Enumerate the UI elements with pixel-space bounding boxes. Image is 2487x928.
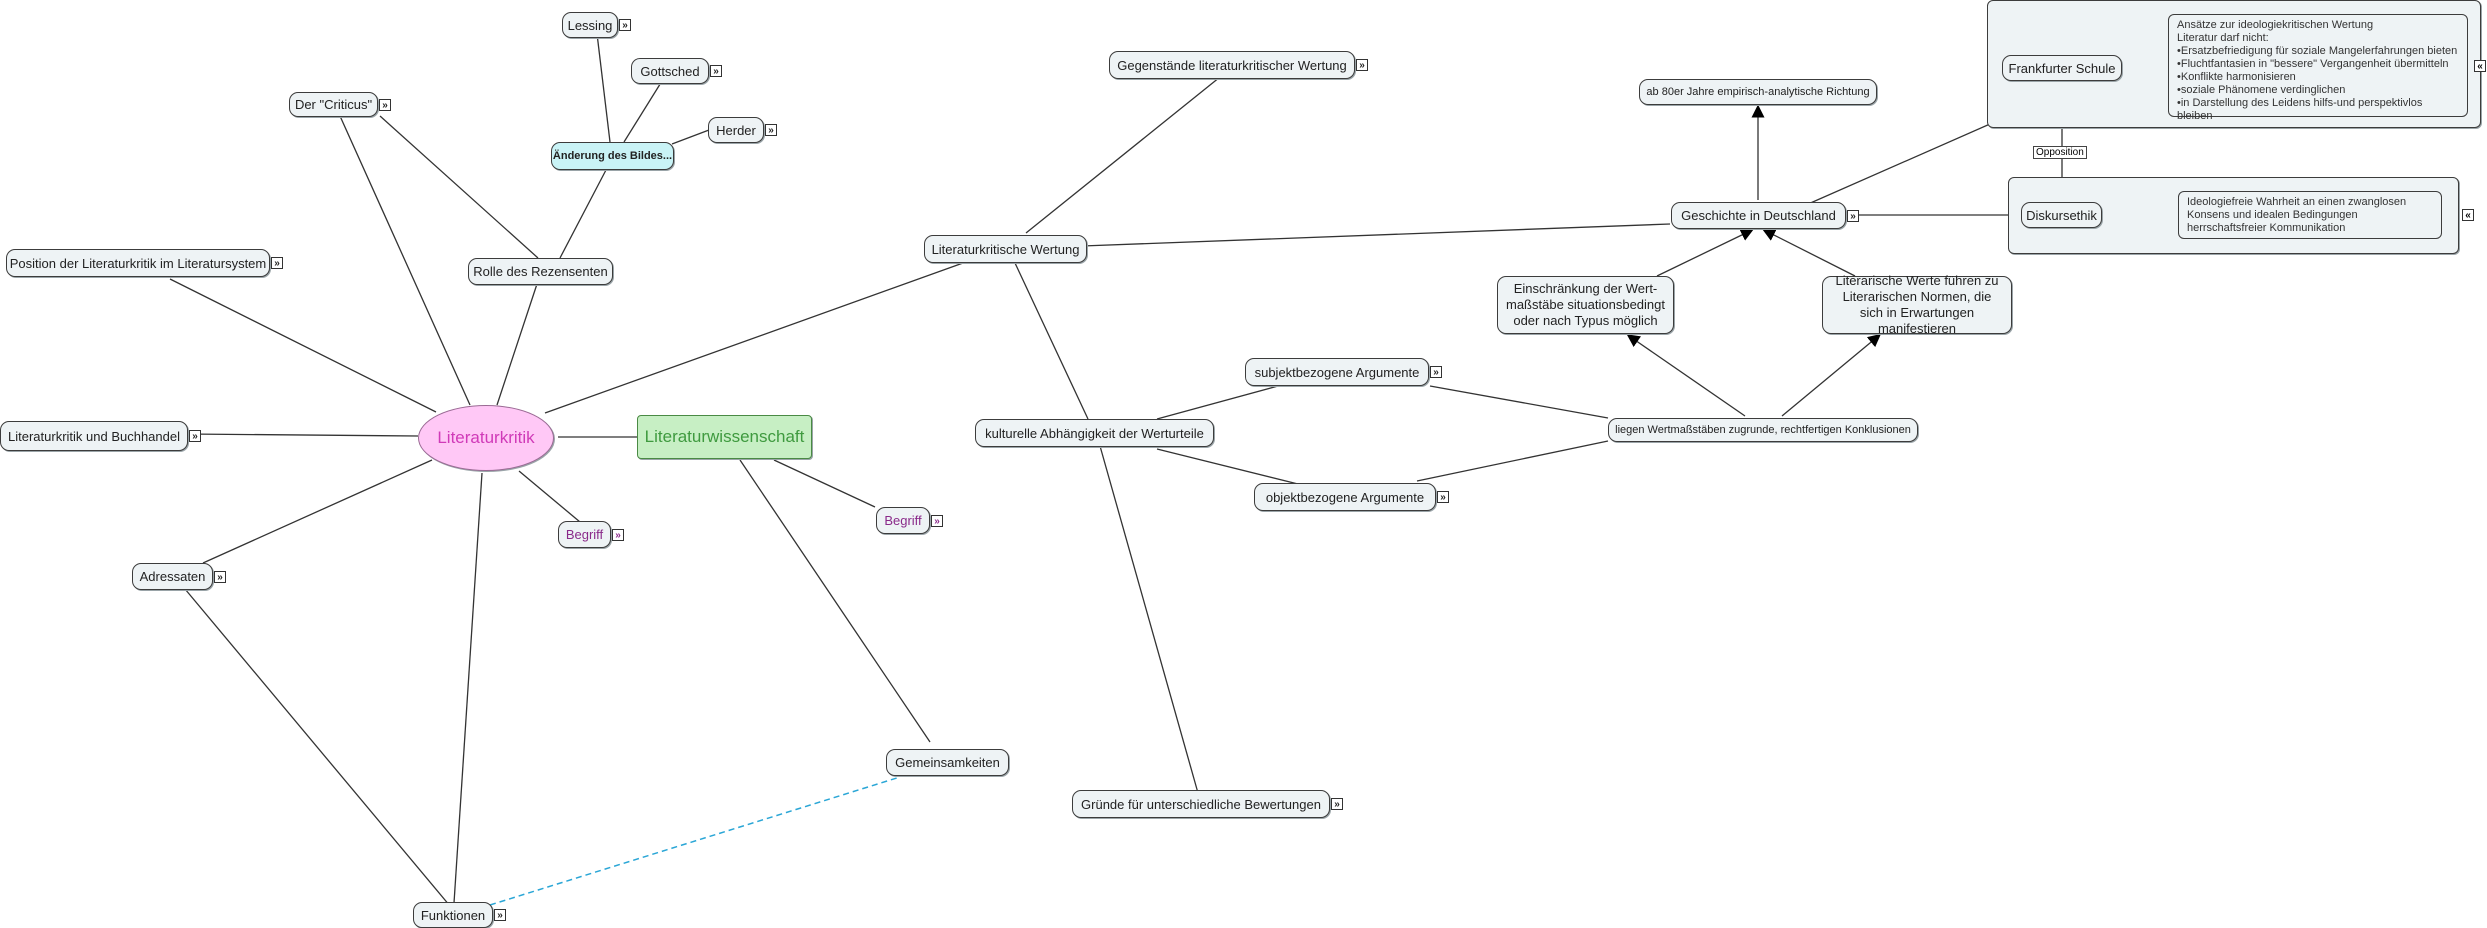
double-chevron-right-icon[interactable]: » (710, 65, 722, 77)
node-label: Änderung des Bildes... (552, 150, 673, 162)
double-chevron-right-icon[interactable]: » (612, 528, 624, 541)
node-label: Literarische Werte führen zu Literarisch… (1835, 273, 1999, 336)
info-subtitle: Literatur darf nicht: (2177, 32, 2269, 44)
node-lessing[interactable]: Lessing » (562, 12, 631, 38)
double-chevron-right-icon[interactable]: » (765, 124, 777, 136)
node-gruende-bewertungen[interactable]: Gründe für unterschiedliche Bewertungen … (1072, 790, 1343, 818)
node-label: Position der Literaturkritik im Literatu… (9, 255, 267, 271)
node-label: Gemeinsamkeiten (895, 755, 1000, 770)
node-ab-80er-jahre[interactable]: ab 80er Jahre empirisch-analytische Rich… (1639, 79, 1877, 105)
info-bullet: •Fluchtfantasien in "bessere" Vergangenh… (2177, 58, 2449, 70)
node-diskursethik[interactable]: Diskursethik (2021, 202, 2102, 228)
node-label: Einschränkung der Wert- maßstäbe situati… (1506, 281, 1665, 328)
node-begriff-literaturkritik[interactable]: Begriff » (558, 521, 624, 548)
node-liegen-wertmassstaeben[interactable]: liegen Wertmaßstäben zugrunde, rechtfert… (1608, 418, 1918, 442)
info-title: Ansätze zur ideologiekritischen Wertung (2177, 19, 2374, 31)
double-chevron-right-icon[interactable]: » (1331, 798, 1343, 810)
node-literaturkritik-buchhandel[interactable]: Literaturkritik und Buchhandel » (0, 421, 201, 451)
node-literarische-werte[interactable]: Literarische Werte führen zu Literarisch… (1822, 273, 2012, 336)
node-label: Begriff (565, 527, 604, 542)
node-label: Rolle des Rezensenten (473, 264, 608, 279)
double-chevron-right-icon[interactable]: » (271, 257, 283, 269)
node-position-literatursystem[interactable]: Position der Literaturkritik im Literatu… (6, 249, 283, 277)
node-herder[interactable]: Herder » (708, 117, 777, 143)
info-bullet: •soziale Phänomene verdinglichen (2177, 84, 2346, 96)
node-literaturwissenschaft[interactable]: Literaturwissenschaft (637, 415, 812, 459)
node-label: Lessing (567, 17, 613, 33)
central-topic-label: Literaturkritik (437, 428, 535, 447)
node-einschraenkung[interactable]: Einschränkung der Wert- maßstäbe situati… (1497, 276, 1674, 334)
node-literaturkritische-wertung[interactable]: Literaturkritische Wertung (924, 235, 1087, 263)
node-label: Literaturkritik und Buchhandel (8, 428, 180, 444)
opposition-label: Opposition (2033, 146, 2087, 159)
node-label: subjektbezogene Argumente (1254, 364, 1420, 380)
node-label: objektbezogene Argumente (1265, 489, 1425, 505)
node-label: Herder (716, 122, 756, 138)
node-frankfurter-schule[interactable]: Frankfurter Schule (2002, 55, 2122, 81)
double-chevron-left-icon[interactable]: « (2474, 60, 2486, 72)
node-label: Frankfurter Schule (2008, 60, 2116, 76)
double-chevron-right-icon[interactable]: » (1356, 59, 1368, 71)
node-label: ab 80er Jahre empirisch-analytische Rich… (1646, 86, 1870, 98)
info-bullet: •Konflikte harmonisieren (2177, 71, 2296, 83)
node-adressaten[interactable]: Adressaten » (132, 563, 226, 590)
node-label: Literaturkritische Wertung (931, 241, 1080, 257)
info-bullet: •Ersatzbefriedigung für soziale Mangeler… (2177, 45, 2458, 57)
double-chevron-right-icon[interactable]: » (1847, 209, 1859, 222)
node-label: Gründe für unterschiedliche Bewertungen (1081, 796, 1321, 812)
node-der-criticus[interactable]: Der "Criticus" » (289, 92, 391, 117)
node-label: Funktionen (420, 907, 486, 923)
node-label: Begriff (884, 513, 922, 528)
node-label: Der "Criticus" (294, 97, 373, 112)
node-label: liegen Wertmaßstäben zugrunde, rechtfert… (1615, 424, 1911, 436)
node-label: Geschichte in Deutschland (1681, 208, 1836, 223)
node-geschichte-in-deutschland[interactable]: Geschichte in Deutschland » (1671, 202, 1859, 229)
node-aenderung-des-bildes[interactable]: Änderung des Bildes... (551, 142, 674, 170)
double-chevron-right-icon[interactable]: » (379, 98, 391, 111)
double-chevron-right-icon[interactable]: » (189, 430, 201, 442)
node-label: Diskursethik (2026, 207, 2097, 223)
node-gottsched[interactable]: Gottsched » (631, 58, 722, 84)
node-label: Adressaten (139, 569, 206, 584)
double-chevron-right-icon[interactable]: » (214, 570, 226, 583)
double-chevron-right-icon[interactable]: » (494, 909, 506, 921)
frankfurter-info-box: Ansätze zur ideologiekritischen Wertung … (2168, 14, 2468, 122)
node-funktionen[interactable]: Funktionen » (413, 902, 506, 928)
node-gegenstaende[interactable]: Gegenstände literaturkritischer Wertung … (1109, 51, 1368, 79)
dashed-connector (489, 776, 901, 906)
node-begriff-literaturwissenschaft[interactable]: Begriff » (876, 507, 943, 534)
double-chevron-right-icon[interactable]: » (619, 19, 631, 31)
info-bullet: •in Darstellung des Leidens hilfs-und pe… (2177, 97, 2423, 122)
double-chevron-left-icon[interactable]: « (2462, 209, 2474, 221)
node-subjektbezogene-argumente[interactable]: subjektbezogene Argumente » (1245, 358, 1442, 386)
node-label: Gottsched (640, 63, 700, 79)
node-rolle-des-rezensenten[interactable]: Rolle des Rezensenten (468, 258, 613, 285)
node-objektbezogene-argumente[interactable]: objektbezogene Argumente » (1254, 483, 1449, 511)
double-chevron-right-icon[interactable]: » (931, 514, 943, 527)
diskursethik-info-box: Ideologiefreie Wahrheit an einen zwanglo… (2178, 191, 2442, 239)
info-text: Ideologiefreie Wahrheit an einen zwanglo… (2187, 196, 2407, 234)
node-label: kulturelle Abhängigkeit der Werturteile (985, 425, 1204, 441)
double-chevron-right-icon[interactable]: » (1437, 491, 1449, 503)
central-topic-literaturkritik[interactable]: Literaturkritik (418, 405, 554, 471)
node-gemeinsamkeiten[interactable]: Gemeinsamkeiten (886, 749, 1009, 776)
node-kulturelle-abhaengigkeit[interactable]: kulturelle Abhängigkeit der Werturteile (975, 419, 1214, 447)
node-label: Literaturwissenschaft (644, 427, 805, 446)
node-label: Gegenstände literaturkritischer Wertung (1117, 57, 1347, 73)
double-chevron-right-icon[interactable]: » (1430, 366, 1442, 378)
